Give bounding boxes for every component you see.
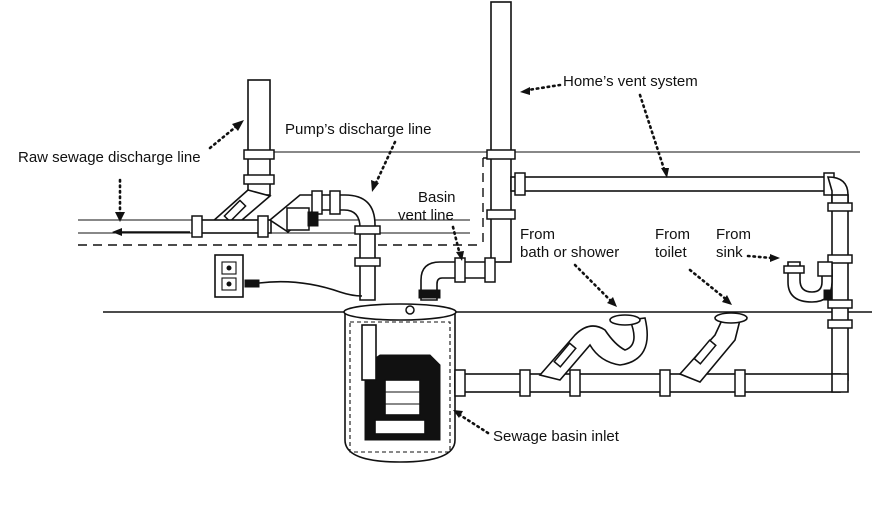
home-vent-stack: [486, 1, 853, 381]
label-from-toilet-line2: toilet: [655, 244, 688, 261]
label-from-bath-line1: From: [520, 226, 555, 243]
pump-discharge-pipe: [268, 190, 381, 301]
basin-vent-line: [418, 257, 496, 301]
sewage-inlet-pipe: [454, 369, 849, 397]
label-from-sink-line2: sink: [716, 244, 743, 261]
label-from-bath-line2: bath or shower: [520, 244, 619, 261]
leader-lines: [112, 83, 780, 435]
bath-trap: [538, 314, 649, 381]
raw-sewage-discharge-pipe: [191, 79, 275, 238]
sink-trap: [783, 261, 833, 303]
label-from-toilet-line1: From: [655, 226, 690, 243]
label-sewage-basin-inlet: Sewage basin inlet: [493, 428, 620, 445]
label-from-sink-line1: From: [716, 226, 751, 243]
toilet-line: [678, 312, 748, 383]
label-raw-sewage-discharge-line: Raw sewage discharge line: [18, 149, 201, 166]
label-basin-vent-line-line2: vent line: [398, 207, 454, 224]
diagram-labels: Raw sewage discharge line Pump’s dischar…: [18, 73, 751, 445]
label-homes-vent-system: Home’s vent system: [563, 73, 698, 90]
label-basin-vent-line-line1: Basin: [418, 189, 456, 206]
label-pumps-discharge-line: Pump’s discharge line: [285, 121, 431, 138]
electrical-outlet-icon: [214, 254, 244, 298]
sewage-basin: [343, 303, 457, 463]
plug-icon: [244, 279, 363, 297]
